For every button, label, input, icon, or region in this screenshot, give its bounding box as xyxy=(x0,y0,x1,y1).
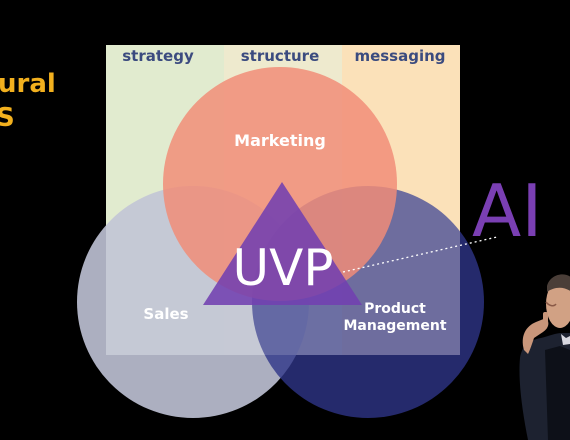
sales-label: Sales xyxy=(143,305,188,323)
column-heading-messaging: messaging xyxy=(354,47,445,65)
side-headline-line1: ural xyxy=(0,69,56,99)
ai-connector-line xyxy=(342,236,498,273)
uvp-label: UVP xyxy=(233,239,334,297)
side-headline-line2: S xyxy=(0,103,15,133)
uvp-triangle xyxy=(203,182,362,305)
ai-label: AI xyxy=(472,169,543,253)
product-management-label-line1: Product xyxy=(364,301,426,317)
marketing-circle xyxy=(163,67,397,301)
presenter-figure xyxy=(519,274,570,440)
marketing-label: Marketing xyxy=(234,131,326,150)
product-management-label-line2: Management xyxy=(343,318,446,334)
column-heading-structure: structure xyxy=(241,47,320,65)
column-heading-strategy: strategy xyxy=(122,47,194,65)
